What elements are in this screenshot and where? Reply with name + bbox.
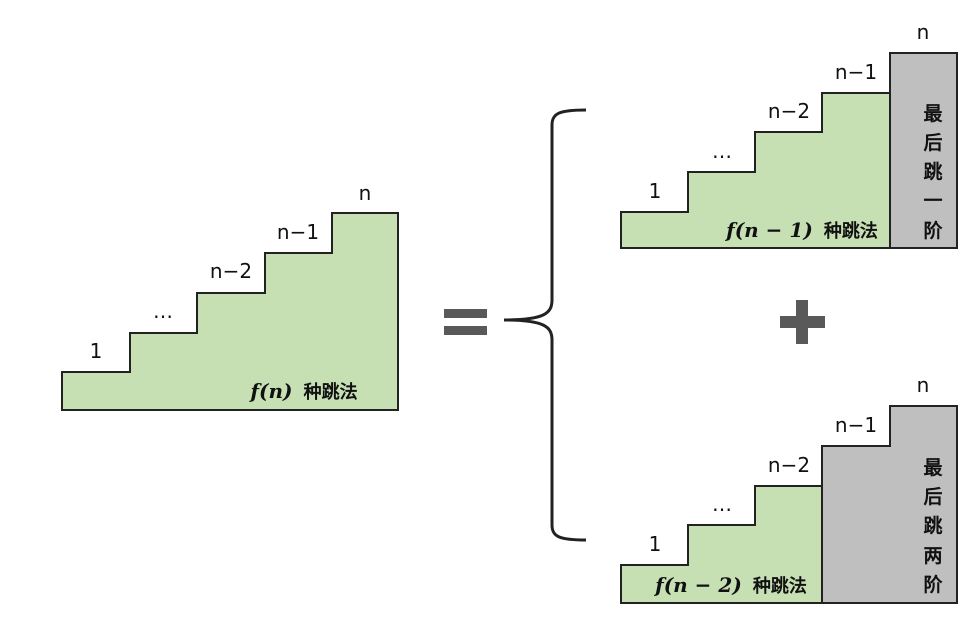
top-last-step-block [889, 52, 958, 249]
bottom-block-char-2: 后 [923, 486, 942, 508]
top-block-char-4: 一 [923, 190, 942, 212]
top-caption-text: 种跳法 [823, 220, 878, 242]
left-step-label-ellipsis: … [153, 299, 173, 323]
top-staircase: 1 … n−2 n−1 n f(n − 1) 种跳法 最 后 跳 一 阶 [620, 20, 958, 249]
top-step-label-n-2: n−2 [768, 99, 810, 123]
top-step-label-1: 1 [649, 179, 662, 203]
bottom-block-char-1: 最 [923, 457, 943, 479]
bottom-step-label-1: 1 [649, 532, 662, 556]
bottom-block-char-4: 两 [923, 545, 942, 567]
top-block-char-2: 后 [923, 132, 942, 154]
bottom-caption-text: 种跳法 [752, 575, 807, 597]
top-step-label-ellipsis: … [712, 139, 732, 163]
left-step-label-1: 1 [90, 339, 103, 363]
bottom-step-label-ellipsis: … [712, 492, 732, 516]
top-step-label-n-1: n−1 [835, 60, 877, 84]
bottom-staircase: 1 … n−2 n−1 n f(n − 2) 种跳法 最 后 跳 两 阶 [620, 373, 958, 604]
top-caption: f(n − 1) 种跳法 [724, 218, 878, 242]
bottom-block-char-3: 跳 [923, 514, 942, 537]
bottom-last-steps-block [821, 405, 958, 604]
bottom-step-label-n-1: n−1 [835, 413, 877, 437]
bottom-step-label-n-2: n−2 [768, 453, 810, 477]
top-block-char-3: 跳 [923, 160, 942, 183]
bottom-caption-math: f(n − 2) [653, 573, 742, 597]
bottom-step-label-n: n [917, 373, 930, 397]
bottom-caption: f(n − 2) 种跳法 [653, 573, 807, 597]
left-caption-math: f(n) [248, 379, 292, 403]
left-step-label-n: n [359, 181, 372, 205]
top-block-char-5: 阶 [923, 219, 943, 242]
bottom-block-char-5: 阶 [923, 573, 943, 596]
plus-sign [780, 300, 825, 344]
left-step-label-n-1: n−1 [277, 220, 319, 244]
left-staircase-shape [61, 212, 399, 411]
top-caption-math: f(n − 1) [724, 218, 813, 242]
left-caption-text: 种跳法 [303, 381, 358, 403]
top-block-char-1: 最 [923, 103, 943, 125]
left-caption: f(n) 种跳法 [248, 379, 357, 403]
top-step-label-n: n [917, 20, 930, 44]
left-staircase: 1 … n−2 n−1 n f(n) 种跳法 [61, 181, 399, 411]
left-step-label-n-2: n−2 [210, 259, 252, 283]
curly-brace [503, 108, 587, 542]
equals-sign [444, 309, 487, 335]
